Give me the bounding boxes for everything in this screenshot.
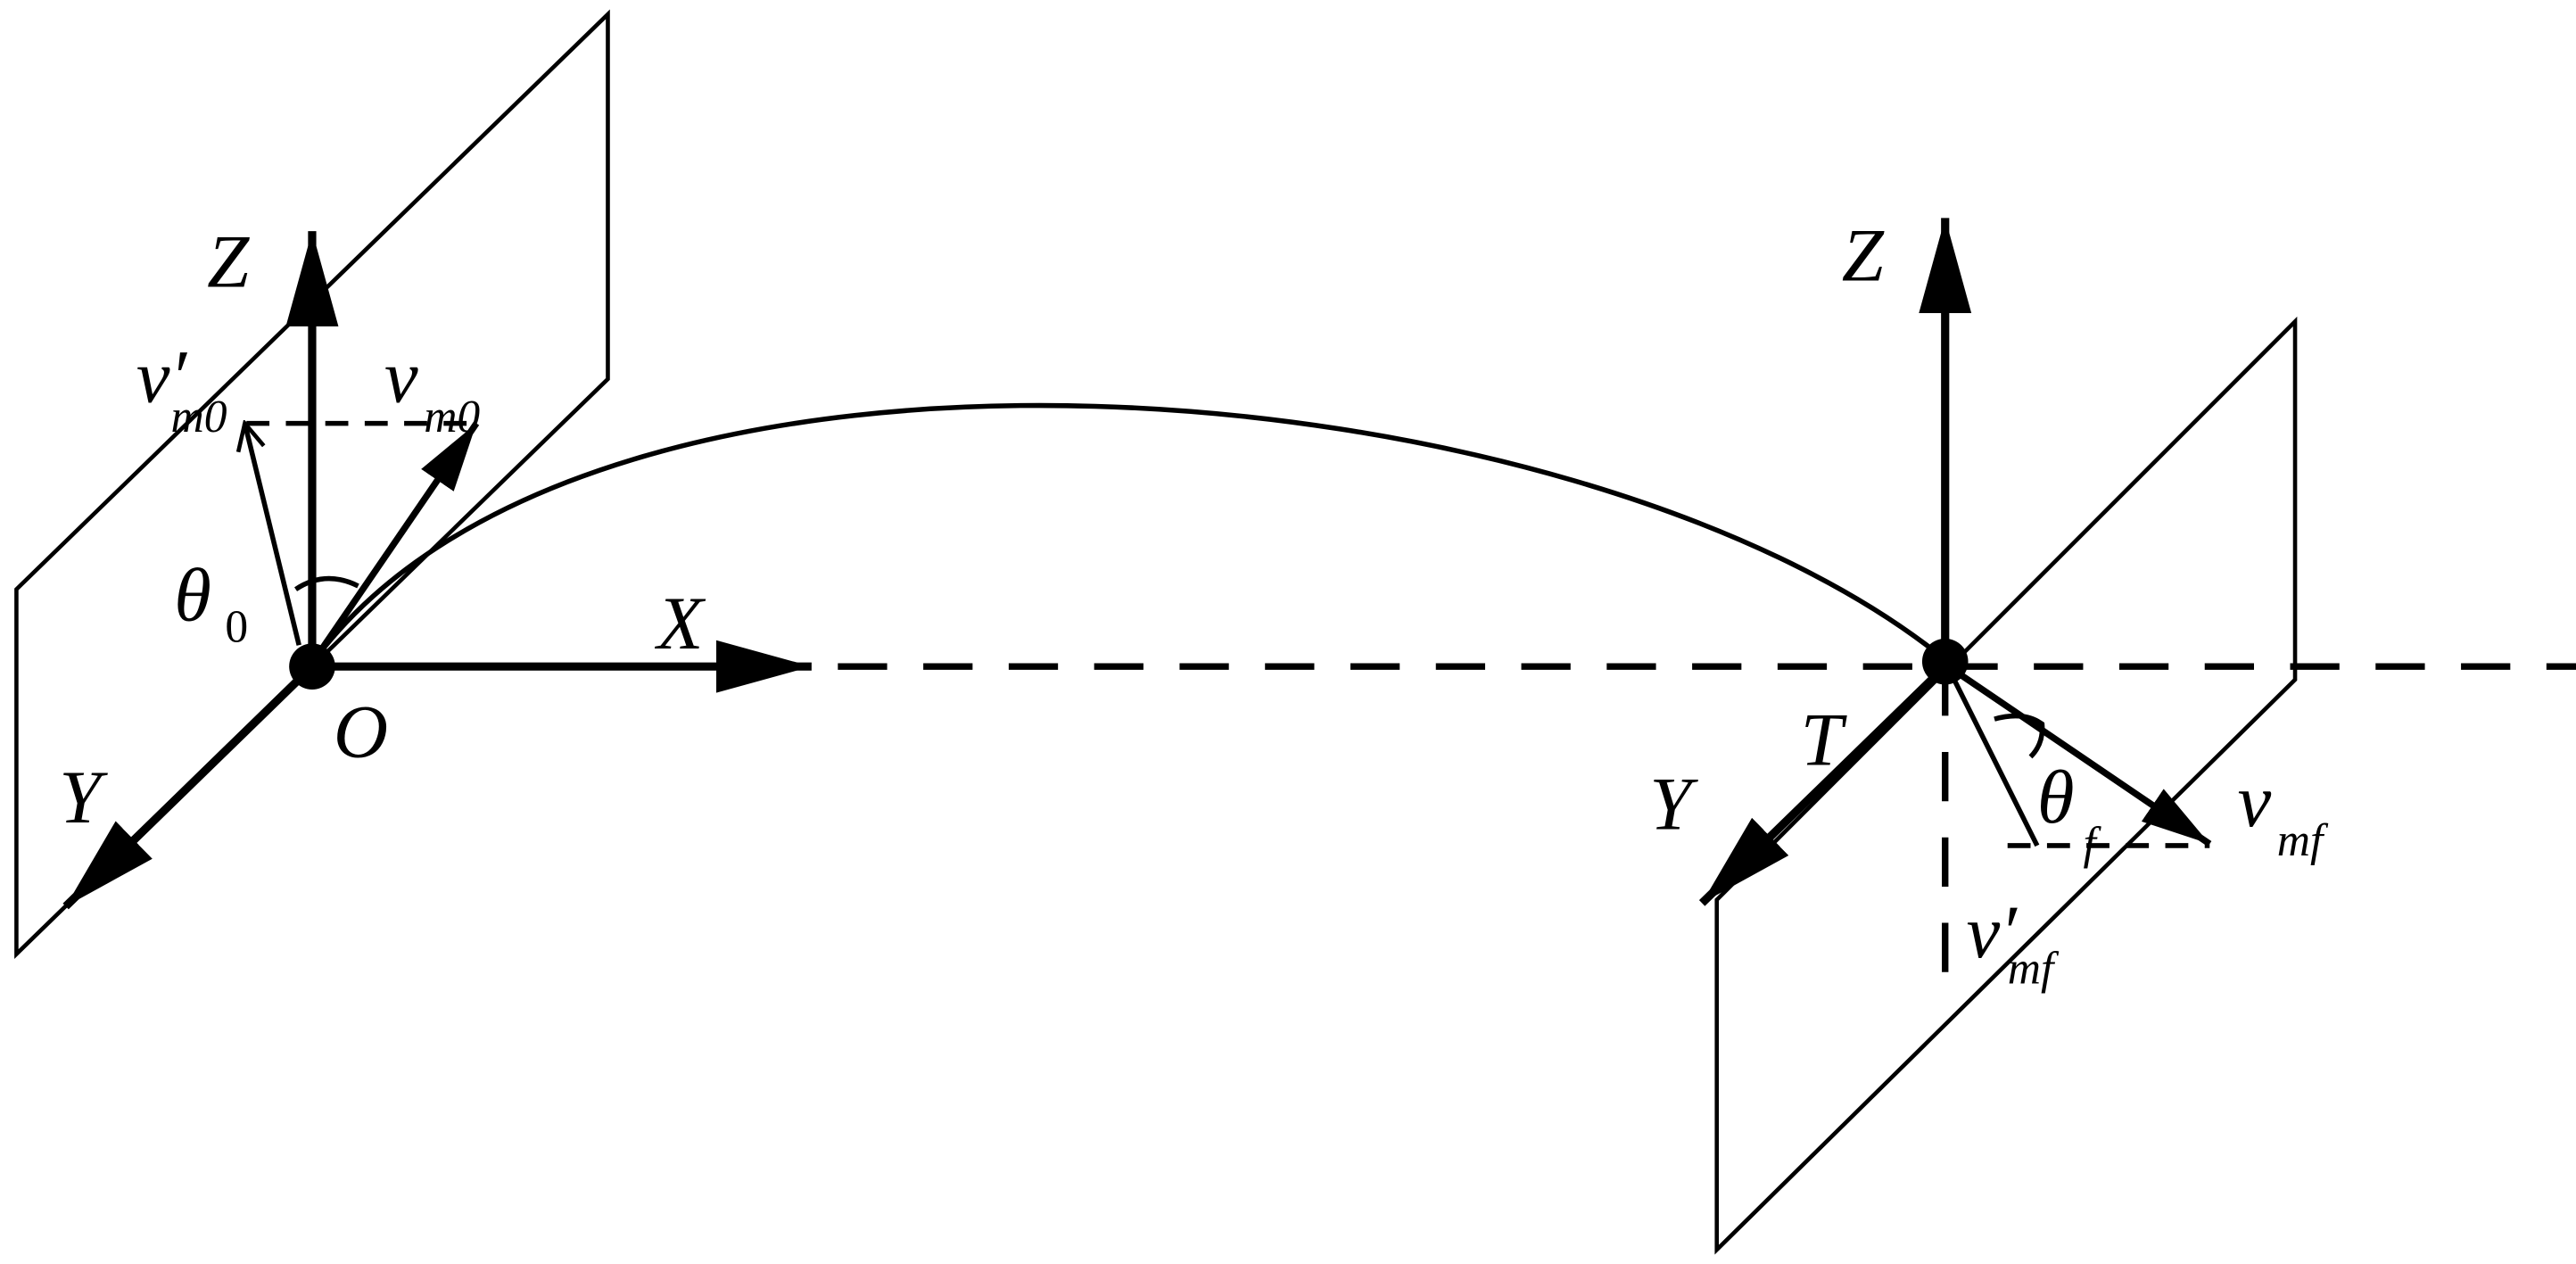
- theta0-angle-arc: [293, 575, 359, 591]
- z-right-label: Z: [1842, 214, 1885, 297]
- vmf-vector: [1946, 664, 2212, 847]
- trajectory-curve: [310, 402, 1945, 665]
- vmf-prime-subscript: mf: [2008, 944, 2060, 995]
- y-axis-left: [62, 663, 316, 910]
- theta0-label: θ: [174, 555, 211, 638]
- vm0-prime-subscript: m0: [171, 392, 227, 442]
- left-launch-plane: [14, 9, 610, 959]
- theta0-subscript: 0: [225, 602, 248, 653]
- thetaf-angle-arc: [1994, 713, 2045, 759]
- vm0-subscript: m0: [424, 392, 480, 442]
- vm0-prime-vector: [244, 424, 301, 646]
- vmf-prime-vector: [1949, 673, 2040, 847]
- vm0-prime-label: v′: [136, 336, 188, 419]
- y-left-label: Y: [59, 756, 108, 839]
- y-right-label: Y: [1649, 764, 1698, 847]
- target-label: T: [1801, 699, 1848, 782]
- y-axis-right: [1698, 663, 1948, 906]
- vm0-vector: [309, 421, 480, 665]
- origin-label: O: [334, 690, 388, 773]
- z-left-label: Z: [207, 221, 250, 304]
- vmf-prime-label: v′: [1967, 891, 2019, 974]
- origin-point: [289, 643, 335, 690]
- vm0-label: v: [384, 336, 418, 419]
- vmf-subscript: mf: [2277, 815, 2329, 866]
- right-target-plane: [1714, 316, 2298, 1255]
- thetaf-label: θ: [2037, 756, 2075, 839]
- vmf-label: v: [2238, 760, 2272, 843]
- target-point: [1921, 638, 1969, 685]
- x-axis-label: X: [655, 582, 706, 665]
